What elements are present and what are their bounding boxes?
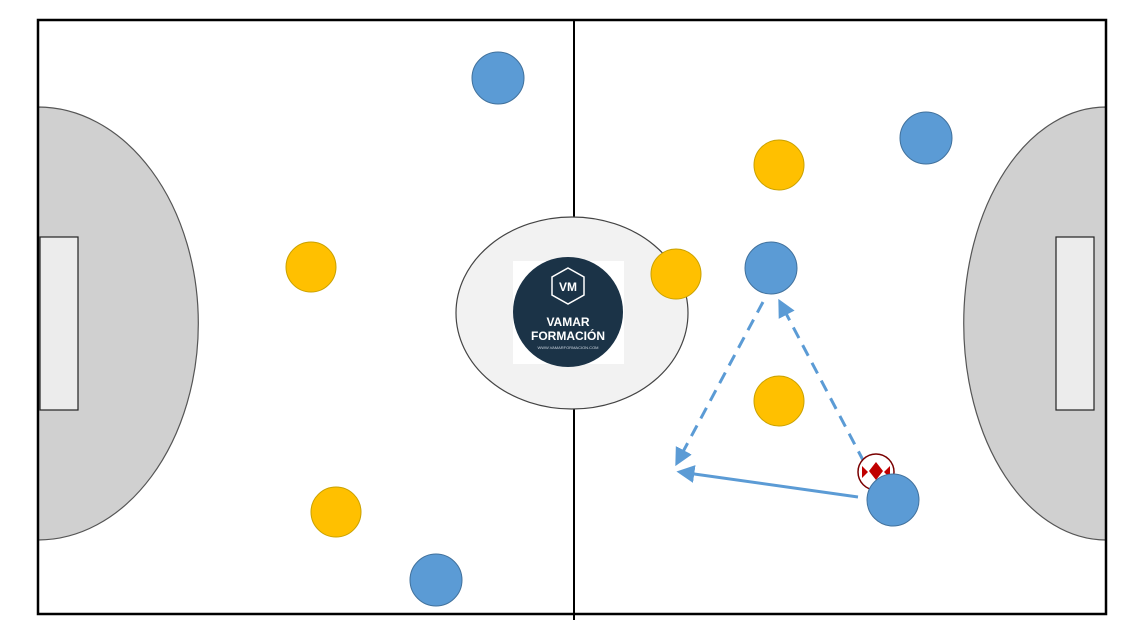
logo-line-1: VAMAR bbox=[546, 315, 589, 329]
yellow-player bbox=[753, 139, 805, 191]
yellow-player bbox=[285, 241, 337, 293]
yellow-player bbox=[650, 248, 702, 300]
logo-line-3: WWW.VAMARFORMACION.COM bbox=[537, 345, 598, 350]
yellow-player bbox=[310, 486, 362, 538]
hexagon-icon bbox=[551, 267, 585, 305]
logo-monogram: VM bbox=[559, 280, 577, 294]
blue-player bbox=[744, 241, 798, 295]
blue-player bbox=[409, 553, 463, 607]
run-arrow-dashed-left bbox=[675, 301, 765, 467]
blue-player bbox=[899, 111, 953, 165]
blue-player bbox=[471, 51, 525, 105]
logo-line-2: FORMACIÓN bbox=[531, 328, 605, 343]
yellow-player bbox=[753, 375, 805, 427]
right-goal bbox=[1055, 236, 1095, 411]
pass-arrow bbox=[676, 465, 859, 499]
blue-player-with-ball bbox=[866, 473, 920, 527]
court-outline bbox=[36, 18, 1108, 616]
vamar-logo: VM VAMAR FORMACIÓN WWW.VAMARFORMACION.CO… bbox=[513, 257, 624, 367]
right-penalty-area bbox=[963, 106, 1107, 541]
left-goal bbox=[39, 236, 79, 411]
left-penalty-area bbox=[37, 106, 199, 541]
run-arrow-dashed-up bbox=[778, 298, 866, 463]
